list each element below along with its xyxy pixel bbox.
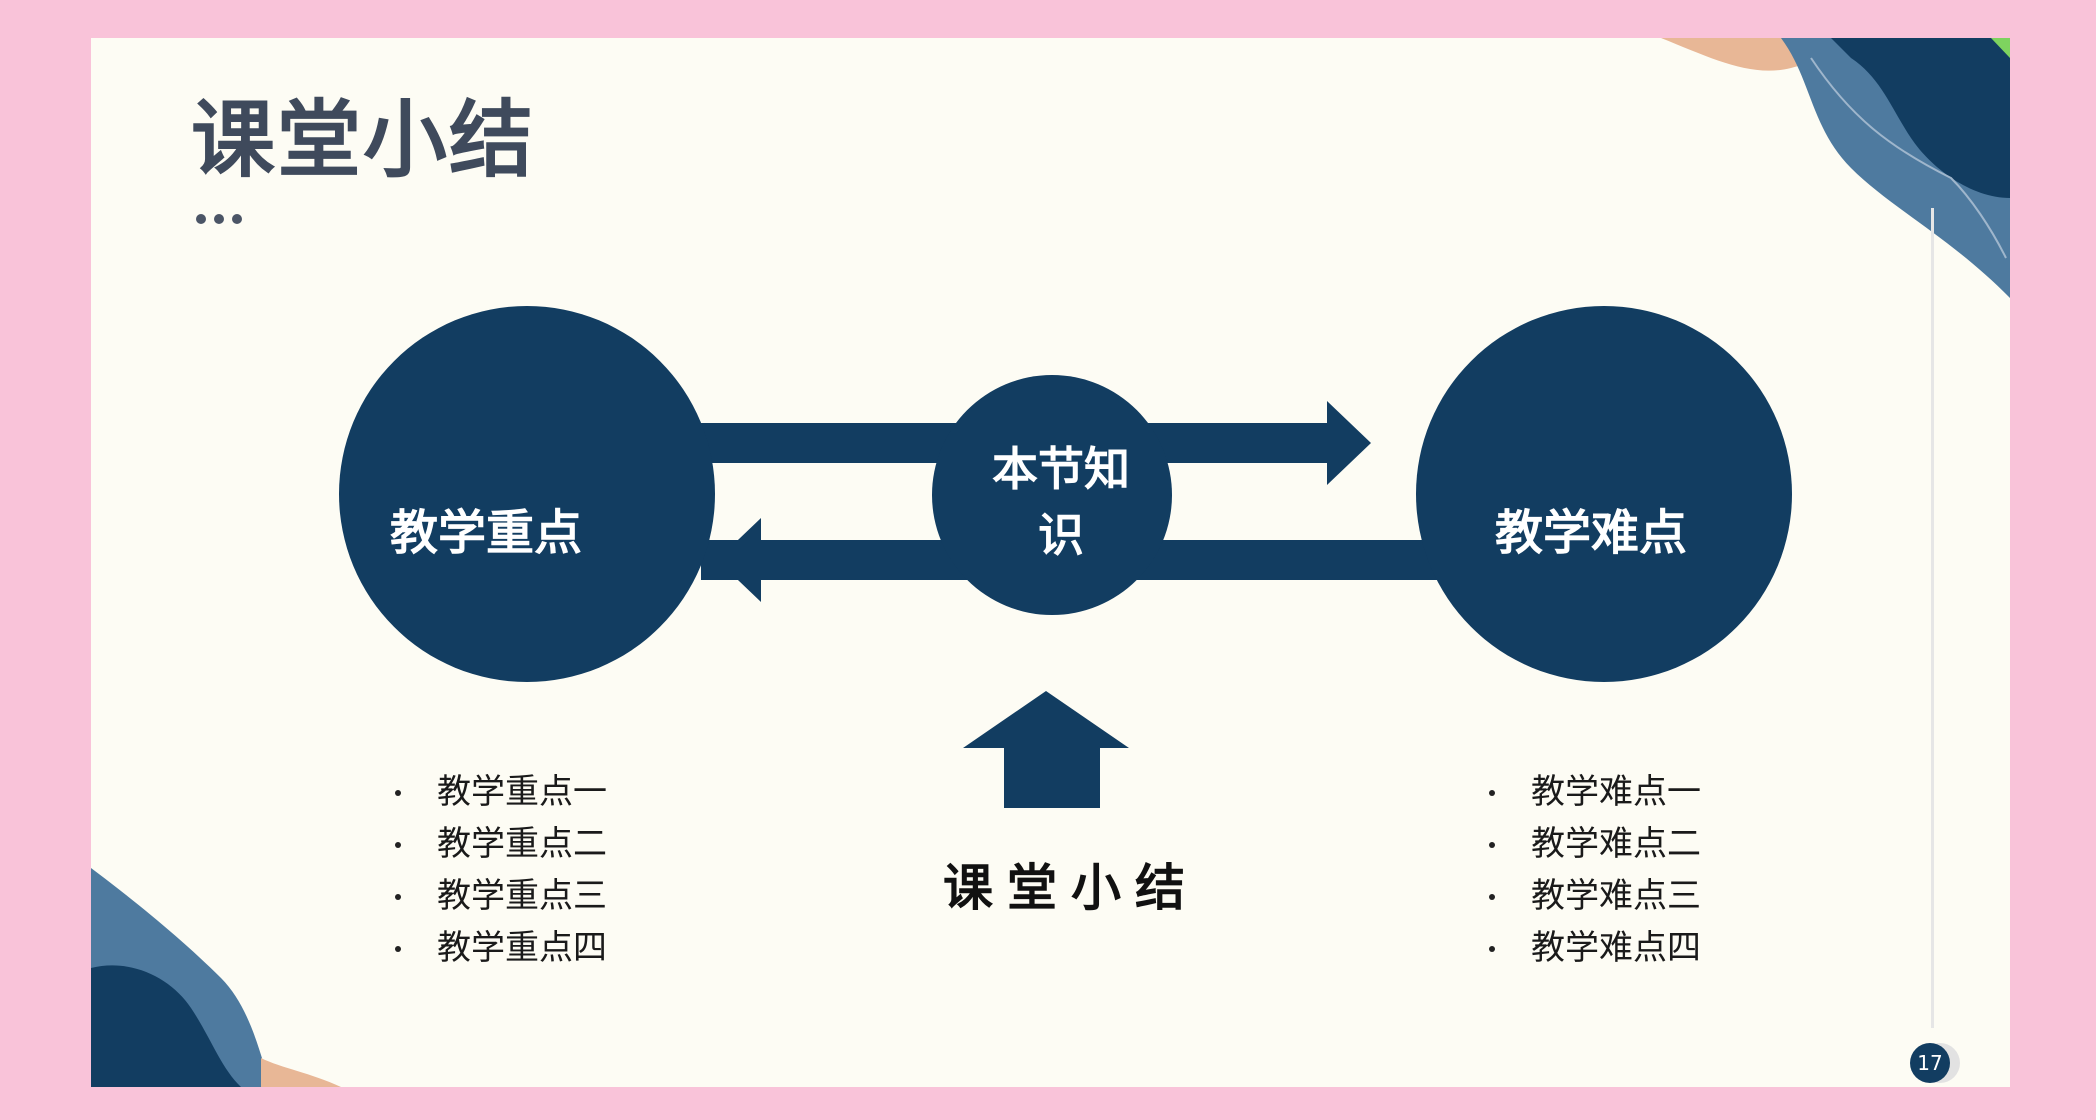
- corner-navy-blob-bottom: [91, 965, 241, 1087]
- list-item: 教学重点一: [389, 766, 607, 818]
- list-item: 教学难点一: [1483, 766, 1701, 818]
- corner-navy-blob: [1831, 38, 2010, 198]
- list-item: 教学重点二: [389, 818, 607, 870]
- knowledge-diagram: [339, 306, 1792, 808]
- slide-title: 课堂小结: [191, 91, 536, 189]
- decorative-corner-shapes: [91, 38, 2010, 1087]
- page-number-badge: 17: [1910, 1043, 1950, 1083]
- slide: 课堂小结 教学重点 本节知 识 教学难点 教学重点一 教学重点二 教学重点三 教…: [91, 38, 2010, 1087]
- vertical-divider: [1931, 208, 1934, 1028]
- list-item: 教学难点二: [1483, 818, 1701, 870]
- arrow-right-head: [1327, 401, 1371, 485]
- difficulties-list: 教学难点一 教学难点二 教学难点三 教学难点四: [1483, 766, 1701, 974]
- circle-teaching-key-points: [339, 306, 715, 682]
- arrow-left-head: [717, 518, 761, 602]
- list-item: 教学重点三: [389, 870, 607, 922]
- label-section-knowledge-line1: 本节知: [992, 442, 1130, 496]
- corner-green-tip: [1991, 38, 2010, 58]
- list-item: 教学难点三: [1483, 870, 1701, 922]
- label-section-knowledge-line2: 识: [1038, 508, 1084, 562]
- summary-label: 课堂小结: [943, 859, 1199, 917]
- label-teaching-difficulties: 教学难点: [1494, 505, 1687, 561]
- circle-teaching-difficulties: [1416, 306, 1792, 682]
- label-teaching-key-points: 教学重点: [389, 505, 582, 561]
- corner-peach-bottom: [261, 1058, 341, 1087]
- key-points-list: 教学重点一 教学重点二 教学重点三 教学重点四: [389, 766, 607, 974]
- list-item: 教学难点四: [1483, 922, 1701, 974]
- circle-section-knowledge: [932, 375, 1172, 615]
- arrow-up: [963, 691, 1129, 808]
- list-item: 教学重点四: [389, 922, 607, 974]
- corner-thin-line: [1810, 57, 2007, 259]
- title-dots: [196, 214, 242, 224]
- label-section-knowledge: 本节知 识: [971, 436, 1151, 568]
